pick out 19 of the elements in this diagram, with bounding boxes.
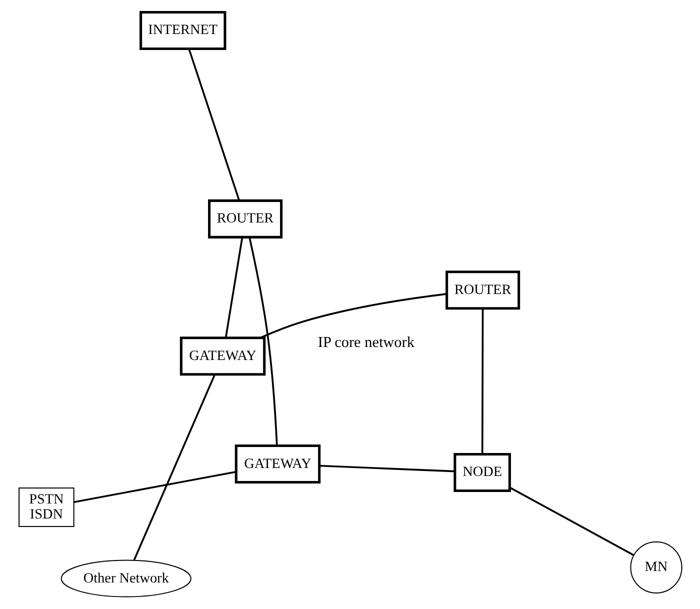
node-box: PSTN ISDN bbox=[18, 487, 74, 528]
connector bbox=[73, 470, 236, 504]
node-ellipse: Other Network bbox=[60, 560, 191, 598]
connector bbox=[508, 486, 634, 556]
connector bbox=[132, 374, 216, 561]
connector bbox=[259, 293, 446, 339]
connector bbox=[188, 48, 240, 201]
node-box: INTERNET bbox=[139, 10, 226, 50]
connector bbox=[318, 464, 454, 472]
node-box: NODE bbox=[453, 452, 510, 492]
node-box: ROUTER bbox=[208, 199, 282, 238]
label: IP core network bbox=[317, 334, 414, 351]
connector bbox=[480, 308, 484, 454]
node-circle: MN bbox=[630, 541, 682, 594]
connector bbox=[224, 237, 243, 338]
node-box: ROUTER bbox=[445, 270, 520, 310]
connector bbox=[248, 237, 278, 446]
node-box: GATEWAY bbox=[234, 444, 320, 484]
node-box: GATEWAY bbox=[179, 336, 266, 376]
